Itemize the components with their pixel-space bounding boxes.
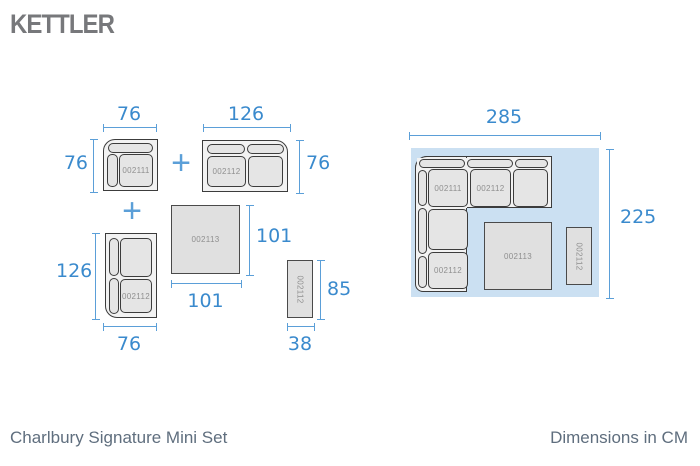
corner-chair-code: 002111: [122, 166, 150, 175]
sofa-vertical-width-label: 76: [116, 333, 142, 355]
assembled-sofa-vertical-code: 002112: [434, 266, 462, 275]
coffee-table-depth-dim-line: [246, 205, 254, 276]
set-width-label: 285: [485, 106, 523, 128]
side-table-width-label: 38: [287, 333, 313, 355]
sectional-back-cushion: [515, 159, 548, 168]
plus-sign: +: [171, 143, 191, 182]
sofa-width-dim-line: [203, 124, 291, 132]
set-depth-dim-line: [606, 149, 614, 299]
sectional-back-cushion: [418, 256, 427, 288]
assembled-coffee-table: 002113: [484, 222, 552, 290]
plus-sign: +: [122, 191, 142, 230]
sofa-back-cushion: [207, 144, 245, 154]
set-depth-label: 225: [620, 206, 657, 228]
coffee-table-outline: 002113: [171, 205, 240, 274]
set-width-dim-line: [409, 132, 601, 140]
sofa-code: 002112: [212, 167, 241, 176]
sofa-depth-dim-line: [296, 140, 304, 194]
sectional-seat: [513, 169, 548, 207]
corner-chair-depth-dim-line: [90, 139, 98, 193]
coffee-table-width-dim-line: [171, 280, 242, 288]
sectional-seat: 002112: [428, 252, 468, 289]
sofa-seat-cushion: [248, 156, 283, 187]
assembled-sofa-code: 002112: [476, 183, 505, 193]
assembled-side-table: 002112: [566, 227, 592, 285]
side-table-width-dim-line: [287, 323, 315, 331]
sofa-outline: 002112: [202, 140, 288, 192]
sofa-vertical-seat-cushion: [120, 238, 152, 277]
side-table-length-label: 85: [327, 278, 352, 300]
side-table-code: 002112: [295, 275, 305, 303]
corner-chair-arm-cushion: [107, 154, 118, 187]
product-name: Charlbury Signature Mini Set: [10, 428, 228, 447]
side-table-outline: 002112: [287, 260, 313, 318]
sofa-vertical-code: 002112: [122, 291, 150, 301]
sofa-seat-cushion: 002112: [207, 156, 246, 187]
coffee-table-width-label: 101: [187, 290, 224, 312]
corner-chair-depth-label: 76: [63, 152, 88, 174]
units-note: Dimensions in CM: [550, 428, 688, 447]
coffee-table-code: 002113: [191, 235, 220, 244]
sofa-back-cushion: [247, 144, 284, 154]
sofa-width-label: 126: [227, 103, 265, 125]
coffee-table-depth-label: 101: [256, 225, 293, 247]
corner-chair-seat-cushion: 002111: [119, 154, 153, 187]
assembled-set-panel: 002111 002112 002112 002113 002112: [411, 148, 599, 297]
corner-chair-back-cushion: [108, 143, 153, 153]
assembled-coffee-table-code: 002113: [504, 251, 532, 261]
sofa-vertical-width-dim-line: [103, 323, 157, 331]
side-table-length-dim-line: [317, 260, 325, 320]
sofa-vertical-seat-cushion: 002112: [120, 279, 152, 313]
sofa-vertical-outline: 002112: [105, 233, 157, 318]
sectional-seat: [428, 209, 468, 250]
sectional-back-cushion: [418, 208, 427, 254]
corner-chair-outline: 002111: [103, 139, 158, 191]
sofa-vertical-length-dim-line: [92, 233, 100, 320]
assembled-side-table-code: 002112: [574, 242, 584, 270]
sectional-back-cushion: [467, 159, 513, 168]
corner-chair-width-dim-line: [103, 124, 157, 132]
corner-chair-width-label: 76: [116, 103, 142, 125]
sofa-vertical-back-cushion: [109, 238, 119, 276]
assembled-corner-chair-code: 002111: [434, 183, 462, 193]
sectional-seat: 002112: [470, 169, 511, 207]
sofa-vertical-length-label: 126: [56, 260, 93, 282]
kettler-logo: KETTLER: [10, 9, 115, 40]
sofa-depth-label: 76: [306, 152, 331, 174]
sofa-vertical-back-cushion: [109, 278, 119, 314]
sectional-back-cushion: [418, 170, 427, 206]
sectional-back-cushion: [419, 159, 465, 168]
sectional-corner-seat: 002111: [428, 169, 468, 207]
